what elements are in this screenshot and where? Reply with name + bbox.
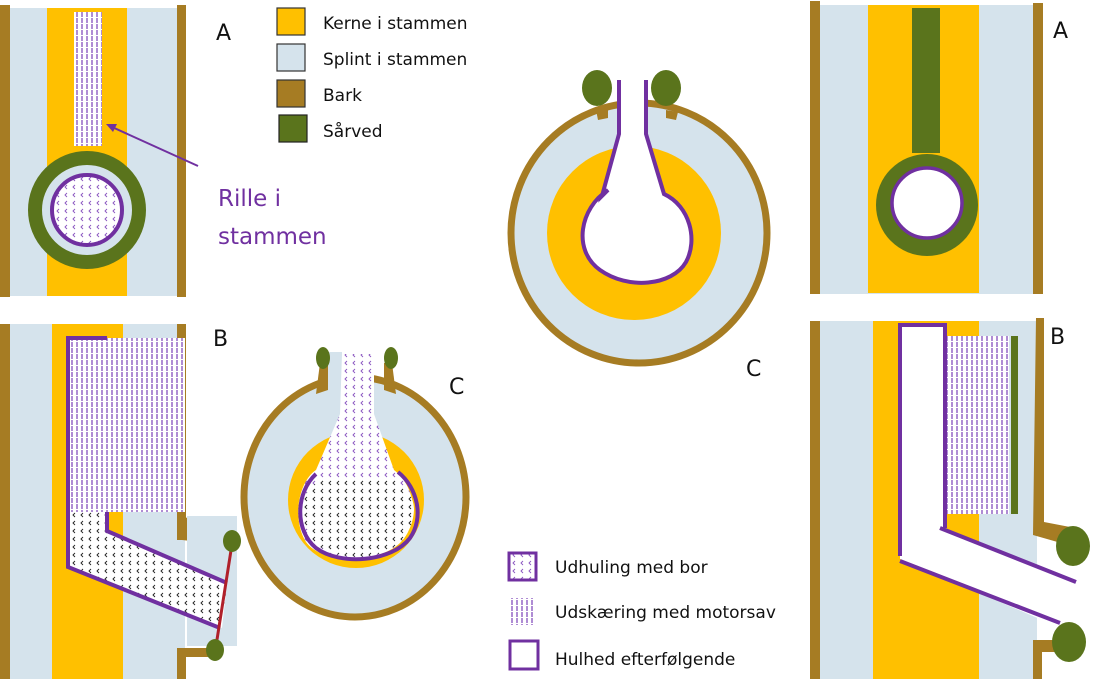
bark-flap-lower bbox=[177, 648, 215, 679]
legend-label-drilling: Udhuling med bor bbox=[555, 558, 708, 578]
legend-label-kerne: Kerne i stammen bbox=[323, 14, 468, 34]
legend-swatch-kerne bbox=[276, 7, 306, 36]
wound-wood-right bbox=[384, 347, 398, 369]
saw-cut bbox=[946, 336, 1009, 514]
saw-cut bbox=[68, 338, 185, 512]
wound-wood-right bbox=[651, 70, 681, 106]
cavity-edge-upper bbox=[939, 526, 1077, 584]
legend-swatch-saarved bbox=[278, 114, 308, 143]
wound-wood-knob-upper bbox=[223, 530, 241, 552]
panel-left-b: B bbox=[0, 324, 241, 679]
panel-left-a: A Rille i stammen bbox=[0, 5, 327, 297]
legend-label-cavity: Hulhed efterfølgende bbox=[555, 650, 735, 670]
bark-right-upper bbox=[1033, 318, 1070, 545]
legend-swatch-sawing bbox=[509, 598, 536, 625]
wound-wood-knob-lower bbox=[1052, 622, 1086, 662]
panel-label-a-right: A bbox=[1053, 19, 1068, 44]
legend-label-splint: Splint i stammen bbox=[323, 50, 467, 70]
drilled-channel bbox=[66, 512, 227, 628]
legend-swatch-drilling bbox=[507, 551, 538, 582]
bark-right bbox=[1033, 3, 1043, 294]
drilled-cavity-lower bbox=[303, 480, 414, 557]
bark-lip-right bbox=[384, 363, 396, 394]
entrance-gap-left bbox=[328, 352, 342, 392]
arrow-head-icon bbox=[106, 124, 117, 132]
panel-label-c: C bbox=[746, 357, 761, 382]
wound-wood-left bbox=[582, 70, 612, 106]
legend-label-sawing: Udskæring med motorsav bbox=[555, 603, 776, 623]
wound-wood-knob-lower bbox=[206, 639, 224, 661]
panel-top-c: C bbox=[507, 68, 771, 382]
bark-left bbox=[0, 5, 10, 297]
annotation-line-1: Rille i bbox=[218, 186, 281, 212]
legend-swatch-bark bbox=[276, 79, 306, 108]
bark-lip-right bbox=[666, 110, 678, 120]
wound-wood-left bbox=[316, 347, 330, 369]
wound-wood-knob-upper bbox=[1056, 526, 1090, 566]
cavity-edge-lower bbox=[899, 559, 1061, 625]
cut-line bbox=[214, 543, 234, 647]
bark-left bbox=[810, 1, 820, 294]
legend-label-bark: Bark bbox=[323, 86, 362, 106]
legend-wood: Kerne i stammen Splint i stammen Bark Så… bbox=[276, 7, 468, 143]
cavity-outline bbox=[298, 470, 420, 562]
cavity bbox=[890, 166, 964, 240]
panel-right-b: B bbox=[810, 318, 1090, 679]
wound-wood-stripe bbox=[1011, 336, 1018, 514]
bark-lip-left bbox=[596, 110, 608, 120]
panel-label-b-right: B bbox=[1050, 325, 1065, 350]
annotation-arrow bbox=[111, 126, 199, 167]
panel-label-c-left: C bbox=[449, 375, 464, 400]
bark-left bbox=[0, 324, 10, 679]
cavity-outline bbox=[898, 323, 947, 556]
cavity-outline bbox=[580, 80, 694, 285]
panel-bottom-c: C bbox=[240, 347, 470, 621]
panel-label-b: B bbox=[213, 327, 228, 352]
cavity-outline bbox=[66, 336, 228, 630]
wound-wood-stripe bbox=[912, 8, 940, 153]
drilled-cavity bbox=[50, 173, 124, 247]
legend-swatch-splint bbox=[276, 43, 306, 72]
legend-method: Udhuling med bor Udskæring med motorsav … bbox=[507, 551, 776, 671]
legend-label-saarved: Sårved bbox=[323, 121, 383, 142]
bark-right bbox=[177, 5, 186, 297]
bark-left bbox=[810, 321, 820, 679]
annotation-line-2: stammen bbox=[218, 224, 327, 250]
bark-lip-left bbox=[316, 363, 328, 394]
saw-groove bbox=[74, 12, 102, 146]
panel-right-a: A bbox=[810, 1, 1068, 294]
legend-swatch-cavity bbox=[508, 639, 540, 671]
panel-label-a: A bbox=[216, 21, 231, 46]
